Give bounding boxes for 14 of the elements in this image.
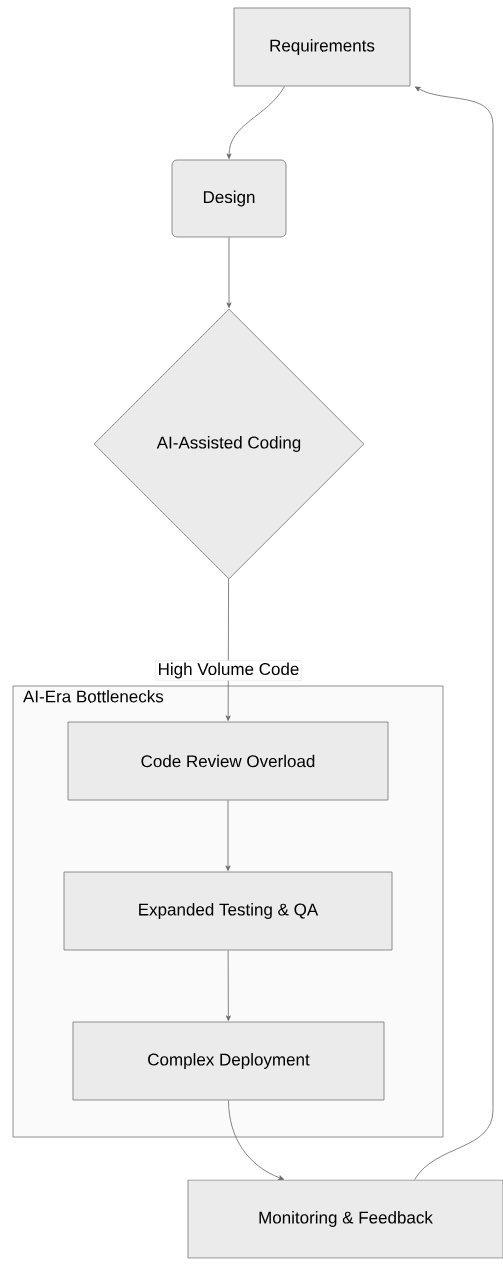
process-box: Design xyxy=(171,159,287,238)
arrow xyxy=(228,1100,285,1180)
process-box: Code Review Overload xyxy=(67,721,389,801)
edge-label: High Volume Code xyxy=(155,660,302,681)
process-box: Expanded Testing & QA xyxy=(63,871,393,951)
process-box: Monitoring & Feedback xyxy=(187,1179,503,1259)
process-box: Requirements xyxy=(233,7,411,87)
arrow xyxy=(414,86,494,1180)
arrow xyxy=(225,800,231,871)
process-box: Complex Deployment xyxy=(72,1021,385,1101)
arrow xyxy=(225,578,231,721)
arrow xyxy=(225,950,231,1021)
arrow xyxy=(226,237,232,308)
arrow xyxy=(226,86,285,159)
